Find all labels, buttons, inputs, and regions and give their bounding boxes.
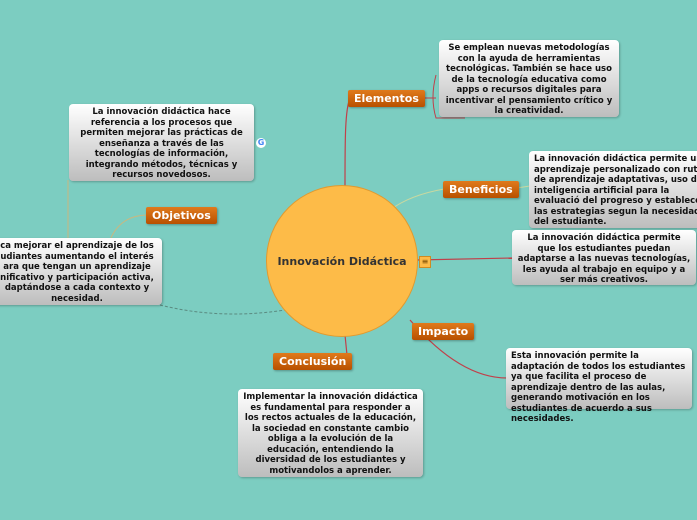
notes-icon[interactable]: ≡: [419, 256, 431, 268]
topic-conclusion[interactable]: Conclusión: [273, 353, 353, 370]
note-objetivos[interactable]: ca mejorar el aprendizaje de los udiante…: [0, 238, 162, 305]
google-icon[interactable]: G: [256, 138, 266, 148]
note-conclusion[interactable]: Implementar la innovación didáctica es f…: [238, 389, 423, 477]
central-topic[interactable]: Innovación Didáctica: [266, 185, 418, 337]
central-topic-label: Innovación Didáctica: [277, 254, 407, 268]
note-definition[interactable]: La innovación didáctica hace referencia …: [69, 104, 254, 181]
note-beneficios[interactable]: La innovación didáctica permite un apren…: [529, 151, 697, 228]
topic-beneficios[interactable]: Beneficios: [443, 181, 519, 198]
note-center[interactable]: La innovación didáctica permite que los …: [512, 230, 696, 285]
note-elementos[interactable]: Se emplean nuevas metodologías con la ay…: [439, 40, 619, 117]
note-impacto[interactable]: Esta innovación permite la adaptación de…: [506, 348, 692, 424]
topic-objetivos[interactable]: Objetivos: [146, 207, 217, 224]
topic-impacto[interactable]: Impacto: [412, 323, 475, 340]
topic-elementos[interactable]: Elementos: [348, 90, 425, 107]
